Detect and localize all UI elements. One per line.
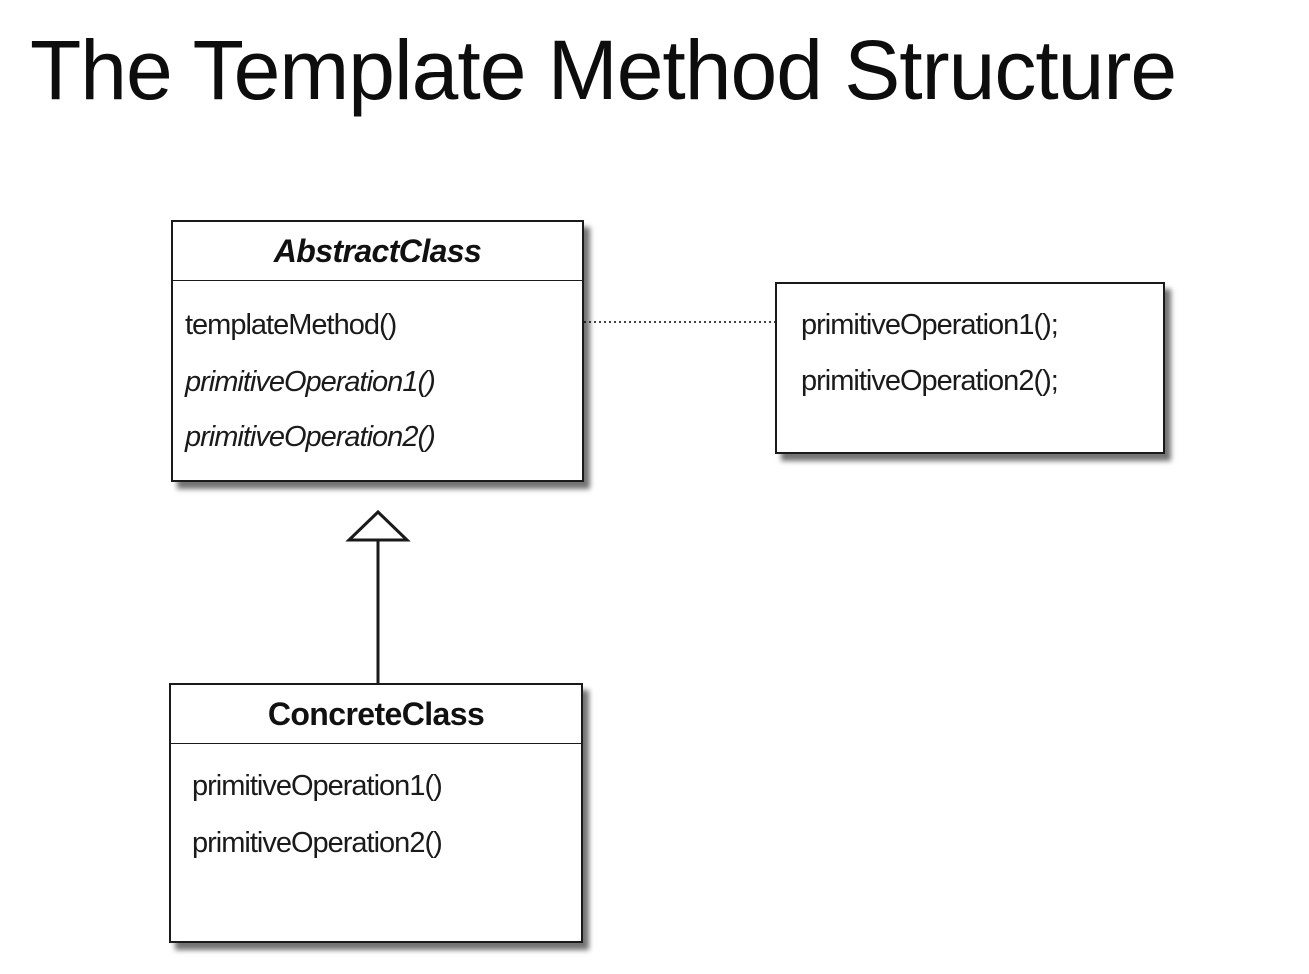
abstract-primitive-operation-1: primitiveOperation1() — [185, 366, 436, 398]
template-method-note: primitiveOperation1(); primitiveOperatio… — [775, 282, 1165, 454]
concrete-primitive-operation-2: primitiveOperation2() — [192, 827, 443, 859]
abstract-class-box: AbstractClass templateMethod() primitive… — [171, 220, 584, 482]
abstract-class-name: AbstractClass — [173, 222, 582, 281]
template-method-operation: templateMethod() — [185, 309, 397, 341]
concrete-class-name: ConcreteClass — [171, 685, 581, 744]
note-line-1: primitiveOperation1(); — [801, 309, 1059, 341]
note-line-2: primitiveOperation2(); — [801, 365, 1059, 397]
concrete-class-box: ConcreteClass primitiveOperation1() prim… — [169, 683, 583, 943]
abstract-primitive-operation-2: primitiveOperation2() — [185, 421, 436, 453]
inheritance-arrowhead — [345, 509, 411, 542]
slide-title: The Template Method Structure — [30, 23, 1177, 117]
concrete-primitive-operation-1: primitiveOperation1() — [192, 770, 443, 802]
